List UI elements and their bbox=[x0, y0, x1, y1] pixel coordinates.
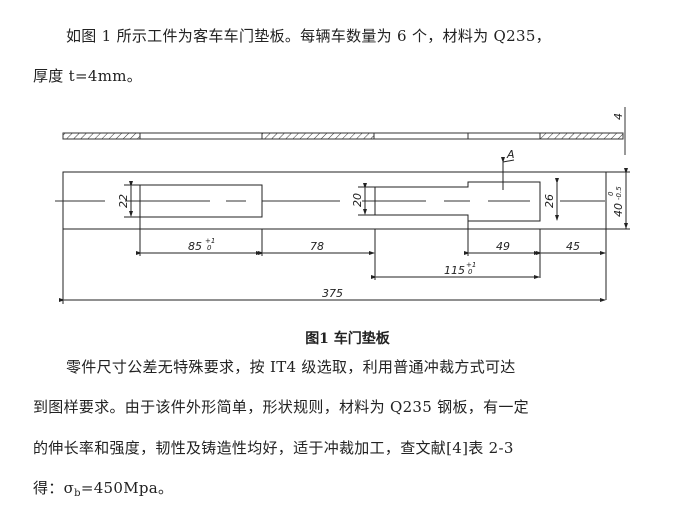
paragraph-2-line-4: 得：σb=450Mpa。 bbox=[33, 478, 173, 504]
dim-slot2-wide-part: 49 bbox=[496, 240, 510, 253]
dim-gap-between-slots: 78 bbox=[310, 240, 324, 253]
paragraph-2-line-2: 到图样要求。由于该件外形简单，形状规则，材料为 Q235 钢板，有一定 bbox=[33, 398, 529, 416]
dimension-lines bbox=[59, 157, 628, 302]
dim-slot1-tol-upper: +1 bbox=[205, 237, 215, 245]
dim-slot1-length: 85 bbox=[188, 240, 202, 253]
plate-outline bbox=[55, 171, 630, 304]
dim-end-margin: 45 bbox=[566, 240, 580, 253]
figure-caption: 图1 车门垫板 bbox=[305, 331, 390, 347]
dim-slot2-narrow-width: 20 bbox=[351, 193, 364, 207]
dim-slot1-tol-lower: 0 bbox=[207, 244, 212, 252]
dim-plate-width: 40 bbox=[612, 203, 625, 217]
dim-plate-width-tol-upper: 0 bbox=[607, 191, 615, 196]
dim-slot2-tol-upper: +1 bbox=[466, 261, 476, 269]
dim-slot2-wide-width: 26 bbox=[543, 194, 556, 208]
side-view bbox=[62, 107, 626, 155]
formula-subscript: b bbox=[74, 488, 81, 499]
dim-thickness: 4 bbox=[612, 113, 625, 120]
section-label-a: A bbox=[506, 148, 515, 161]
dim-overall-length: 375 bbox=[322, 287, 343, 300]
technical-drawing: 4 bbox=[55, 107, 630, 304]
paragraph-2-line-1: 零件尺寸公差无特殊要求，按 IT4 级选取，利用普通冲裁方式可达 bbox=[66, 358, 516, 376]
dim-slot2-tol-lower: 0 bbox=[468, 268, 473, 276]
dim-plate-width-tol-lower: -0.5 bbox=[615, 186, 623, 200]
paragraph-1-line-1: 如图 1 所示工件为客车车门垫板。每辆车数量为 6 个，材料为 Q235， bbox=[66, 27, 551, 45]
dim-slot1-width: 22 bbox=[117, 194, 130, 208]
dim-slot2-length: 115 bbox=[444, 264, 465, 277]
formula-suffix: =450Mpa。 bbox=[80, 479, 174, 497]
paragraph-1-line-2: 厚度 t=4mm。 bbox=[33, 67, 143, 85]
formula-prefix: 得：σ bbox=[33, 479, 75, 497]
paragraph-2-line-3: 的伸长率和强度，韧性及铸造性均好，适于冲裁加工，查文献[4]表 2-3 bbox=[33, 439, 514, 457]
